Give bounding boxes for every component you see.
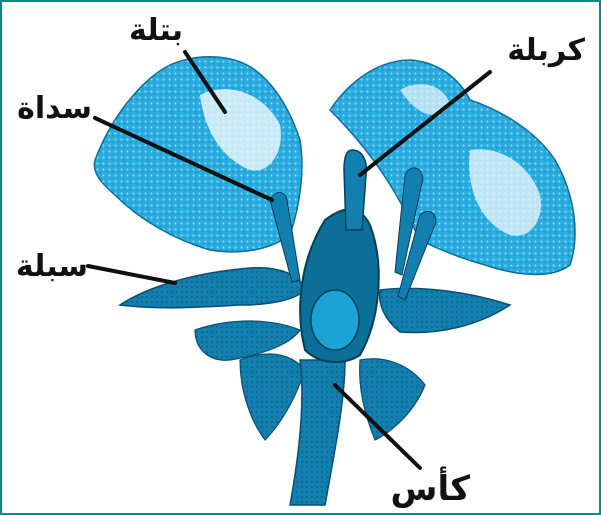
style — [344, 150, 366, 230]
sepal-lower-1 — [240, 354, 305, 440]
leader-line-sepal — [88, 266, 175, 283]
label-carpel: كربلة — [507, 33, 585, 68]
label-stamen: سداة — [17, 91, 92, 126]
sepal-lower-left — [195, 321, 300, 360]
label-calyx: كأس — [391, 466, 471, 509]
ovary — [311, 290, 359, 350]
label-petal: بتلة — [129, 13, 183, 48]
sepal-left — [120, 268, 305, 308]
sepal-lower-2 — [360, 359, 425, 440]
label-sepal: سبلة — [16, 249, 88, 284]
